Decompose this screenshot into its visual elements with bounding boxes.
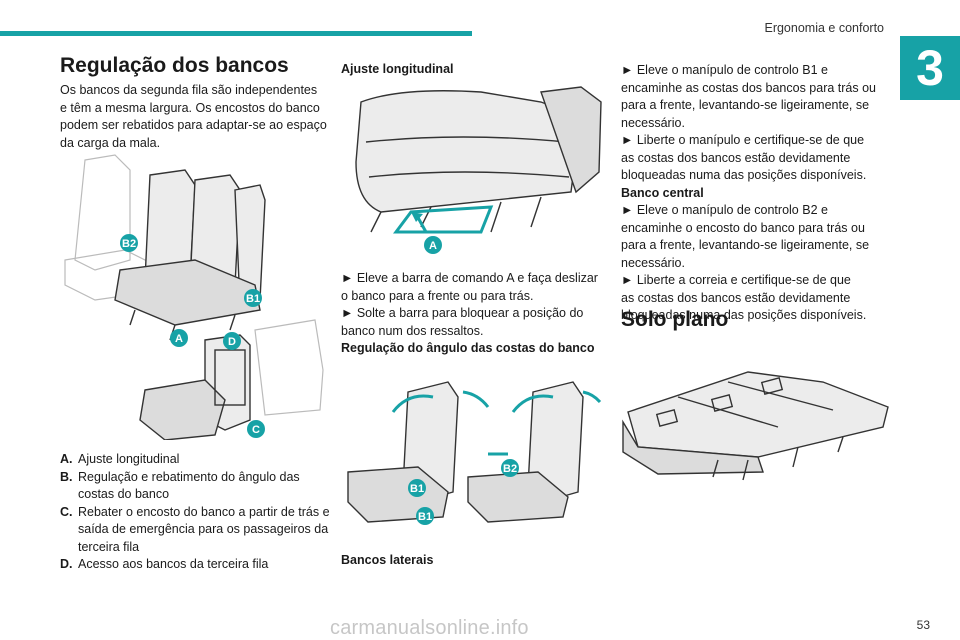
legend-text: Ajuste longitudinal: [78, 452, 180, 466]
longitudinal-adjustment-illustration: A: [355, 86, 602, 254]
legend-text: costas do banco: [78, 487, 170, 501]
legend-key: C.: [60, 504, 73, 519]
label-b2-badge: [501, 459, 519, 477]
intro-line: podem ser rebatidos para adaptar-se ao e…: [60, 118, 327, 132]
step-line: ► Solte a barra para bloquear a posição …: [341, 306, 584, 320]
intro-paragraph: Os bancos da segunda fila são independen…: [60, 82, 327, 152]
label-b2-badge: [120, 234, 138, 252]
instruction-line: bloqueadas numa das posições disponíveis…: [621, 308, 867, 322]
backrest-angle-illustration: B1 B1 B2: [347, 381, 602, 525]
legend-key: D.: [60, 557, 73, 571]
second-row-seats-illustration: B2 B1 A D C: [64, 154, 324, 440]
section-title: Ergonomia e conforto: [764, 21, 884, 35]
instruction-line: encaminhe o encosto do banco para trás o…: [621, 220, 865, 235]
intro-line: da carga da mala.: [60, 135, 161, 150]
step-line: ► Eleve a barra de comando A e faça desl…: [341, 271, 598, 285]
label-c-badge: [247, 420, 265, 438]
intro-line: Os bancos da segunda fila são independen…: [60, 83, 318, 97]
label-c: C: [252, 424, 260, 436]
label-b1: B1: [246, 293, 260, 305]
subheading-central-seat: Banco central: [621, 185, 704, 200]
label-a-badge: [424, 236, 442, 254]
heading-backrest-angle: Regulação do ângulo das costas do banco: [341, 341, 595, 355]
header-bar: [0, 31, 472, 36]
label-b2: B2: [503, 463, 517, 475]
instruction-line: para a frente, levantando-se ligeirament…: [621, 98, 870, 112]
label-a: A: [429, 240, 437, 252]
instruction-line: ► Eleve o manípulo de controlo B1 e: [621, 63, 828, 77]
label-a-badge: [170, 329, 188, 347]
label-a: A: [175, 333, 183, 345]
instruction-line: ► Liberte o manípulo e certifique-se de …: [621, 133, 865, 147]
step-paragraph: ► Eleve a barra de comando A e faça desl…: [341, 270, 598, 340]
legend-item: B. Regulação e rebatimento do ângulo das…: [60, 469, 330, 504]
figure-legend: A. Ajuste longitudinal B. Regulação e re…: [60, 451, 330, 574]
heading-side-seats: Bancos laterais: [341, 553, 434, 567]
legend-item: C. Rebater o encosto do banco a partir d…: [60, 504, 330, 557]
label-d: D: [228, 336, 236, 348]
instruction-line: as costas dos bancos estão devidamente: [621, 150, 851, 165]
label-d-badge: [223, 332, 241, 350]
legend-item: A. Ajuste longitudinal: [60, 451, 330, 469]
label-b1-badge: [416, 507, 434, 525]
legend-key: B.: [60, 469, 73, 484]
legend-text: saída de emergência para os passageiros …: [78, 522, 329, 536]
label-b1: B1: [410, 483, 424, 495]
legend-item: D. Acesso aos bancos da terceira fila: [60, 556, 330, 574]
legend-text: Rebater o encosto do banco a partir de t…: [78, 504, 330, 519]
legend-text: Regulação e rebatimento do ângulo das: [78, 469, 300, 484]
instruction-line: encaminhe as costas dos bancos para trás…: [621, 80, 877, 95]
chapter-tab: 3: [900, 36, 960, 100]
label-b2: B2: [122, 238, 136, 250]
heading-longitudinal: Ajuste longitudinal: [341, 62, 454, 76]
instruction-line: necessário.: [621, 255, 685, 270]
label-b1-badge: [244, 289, 262, 307]
instructions-column: ► Eleve o manípulo de controlo B1 e enca…: [621, 62, 891, 325]
page-number: 53: [916, 618, 930, 632]
label-b1-badge: [408, 479, 426, 497]
page-title: Regulação dos bancos: [60, 54, 289, 77]
legend-text: Acesso aos bancos da terceira fila: [78, 557, 269, 571]
legend-key: A.: [60, 452, 73, 466]
flat-floor-title: Solo plano: [621, 308, 729, 331]
instruction-line: bloqueadas numa das posições disponíveis…: [621, 168, 867, 182]
step-line: o banco para a frente ou para trás.: [341, 288, 534, 303]
label-b1: B1: [418, 511, 432, 523]
step-line: banco num dos ressaltos.: [341, 323, 484, 338]
instruction-line: ► Liberte a correia e certifique-se de q…: [621, 273, 851, 287]
instruction-line: ► Eleve o manípulo de controlo B2 e: [621, 203, 828, 217]
flat-floor-illustration: [622, 371, 889, 481]
instruction-line: para a frente, levantando-se ligeirament…: [621, 238, 870, 252]
legend-text: terceira fila: [78, 539, 140, 554]
intro-line: e têm a mesma largura. Os encostos do ba…: [60, 100, 320, 115]
watermark-url: carmanualsonline.info: [330, 617, 529, 639]
instruction-line: as costas dos bancos estão devidamente: [621, 290, 851, 305]
instruction-line: necessário.: [621, 115, 685, 130]
